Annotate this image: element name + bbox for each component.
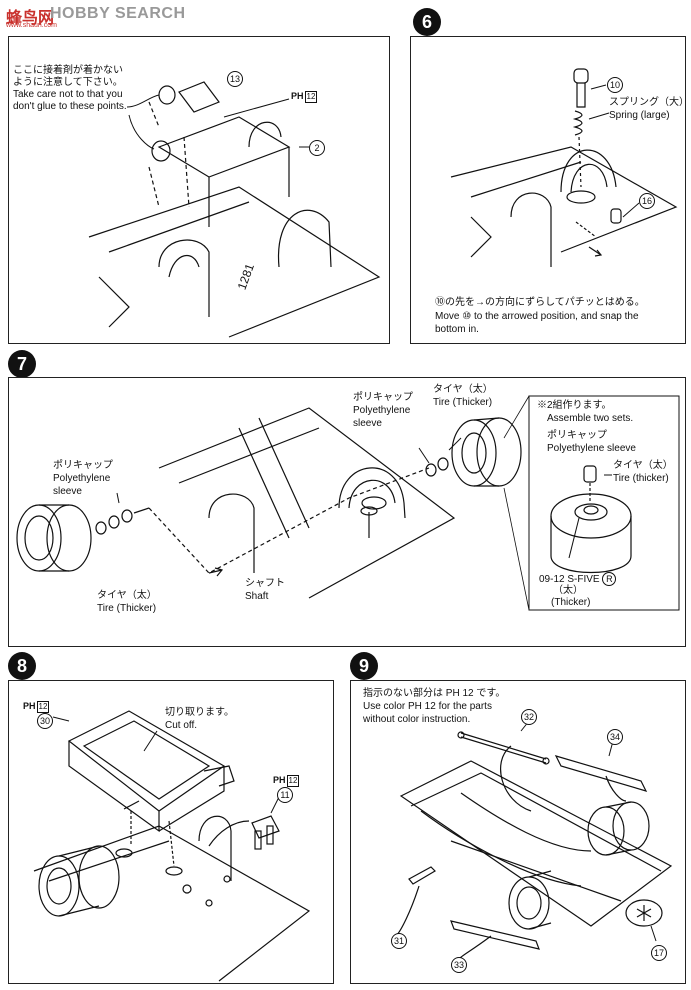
inset-cap-en: Polyethylene sleeve — [547, 443, 636, 454]
left-cap-en1: Polyethylene — [53, 473, 111, 484]
left-tire-en: Tire (Thicker) — [97, 603, 157, 614]
spring-label-jp: スプリング（大） — [609, 97, 689, 108]
part-11-callout: 11 — [277, 787, 293, 803]
wheel-r-mark: R — [602, 572, 617, 586]
step8-number: 8 — [8, 652, 36, 680]
step6-instruction-en2: bottom in. — [435, 324, 479, 335]
step9-note-en1: Use color PH 12 for the parts — [363, 701, 492, 712]
part-16-callout: 16 — [639, 193, 655, 209]
step7-panel: ポリキャップ Polyethylene sleeve タイヤ（太） Tire (… — [8, 377, 686, 647]
part-34-callout: 34 — [607, 729, 623, 745]
ph-number: 12 — [36, 701, 50, 713]
step8-drawing — [33, 710, 311, 982]
logo-mark: 蜂鸟网 — [6, 10, 55, 27]
step5-drawing: 1281 — [88, 81, 381, 338]
wheel-thicker-en: (Thicker) — [551, 597, 591, 608]
step5-note-jp2: ように注意して下さい。 — [13, 77, 123, 88]
ph-label: PH — [23, 701, 36, 711]
ph-label: PH — [291, 91, 304, 101]
wheel-thicker-jp: （太） — [553, 585, 583, 596]
step9-drawing — [395, 720, 673, 960]
logo-url: www.shaun.com — [6, 22, 57, 29]
part-10-callout: 10 — [607, 77, 623, 93]
part-32-callout: 32 — [521, 709, 537, 725]
part-33-callout: 33 — [451, 957, 467, 973]
site-logo: 蜂鸟网 HOBBY SEARCH www.shaun.com — [0, 0, 200, 29]
cut-off-jp: 切り取ります。 — [165, 707, 234, 718]
step5-note-jp: ここに接着剤が着かない — [13, 65, 123, 76]
logo-word: HOBBY SEARCH — [50, 5, 186, 22]
step9-note-jp: 指示のない部分は PH 12 です。 — [363, 688, 506, 699]
svg-text:1281: 1281 — [235, 261, 257, 291]
step5-note-en: Take care not to that you — [13, 89, 123, 100]
part-13-callout: 13 — [227, 71, 243, 87]
right-tire-jp: タイヤ（太） — [433, 384, 493, 395]
right-cap-jp: ポリキャップ — [353, 392, 413, 403]
step5-note-en2: don't glue to these points. — [13, 101, 127, 112]
step6-instruction-jp: ⑩の先を→の方向にずらしてパチッとはめる。 — [435, 297, 645, 308]
step9-note-en2: without color instruction. — [363, 714, 471, 725]
cut-off-en: Cut off. — [165, 720, 198, 731]
step9-number: 9 — [350, 652, 378, 680]
left-tire-jp: タイヤ（太） — [97, 590, 157, 601]
left-cap-jp: ポリキャップ — [53, 460, 113, 471]
right-cap-en1: Polyethylene — [353, 405, 411, 416]
part-17-callout: 17 — [651, 945, 667, 961]
shaft-label-jp: シャフト — [245, 578, 285, 589]
step9-panel: 指示のない部分は PH 12 です。 Use color PH 12 for t… — [350, 680, 686, 984]
step7-number: 7 — [8, 350, 36, 378]
step7-drawing — [16, 395, 680, 611]
step6-instruction-en1: Move ⑩ to the arrowed position, and snap… — [435, 311, 639, 322]
step6-panel: 10 スプリング（大） Spring (large) 16 ⑩の先を→の方向にず… — [410, 36, 689, 344]
inset-note-en: Assemble two sets. — [547, 413, 634, 424]
inset-note-jp: ※2組作ります。 — [537, 400, 612, 411]
part-2-callout: 2 — [309, 140, 325, 156]
step6-drawing — [450, 68, 678, 267]
inset-tire-en: Tire (thicker) — [613, 473, 669, 484]
ph-number: 12 — [304, 91, 318, 103]
ph-number: 12 — [286, 775, 300, 787]
right-tire-en: Tire (Thicker) — [433, 397, 493, 408]
part-31-callout: 31 — [391, 933, 407, 949]
wheel-code: 09-12 S-FIVE R — [539, 572, 617, 587]
part-30-callout: 30 — [37, 713, 53, 729]
step6-number: 6 — [413, 8, 441, 36]
inset-cap-jp: ポリキャップ — [547, 430, 607, 441]
right-cap-en2: sleeve — [353, 418, 382, 429]
spring-label-en: Spring (large) — [609, 110, 670, 121]
shaft-label-en: Shaft — [245, 591, 269, 602]
wheel-code-text: 09-12 S-FIVE — [539, 574, 600, 585]
ph-label: PH — [273, 775, 286, 785]
step5-panel: 1281 ここに接着剤が着かない ように注意して下さい。 Take care n… — [8, 36, 390, 344]
left-cap-en2: sleeve — [53, 486, 82, 497]
inset-tire-jp: タイヤ（太） — [613, 460, 673, 471]
